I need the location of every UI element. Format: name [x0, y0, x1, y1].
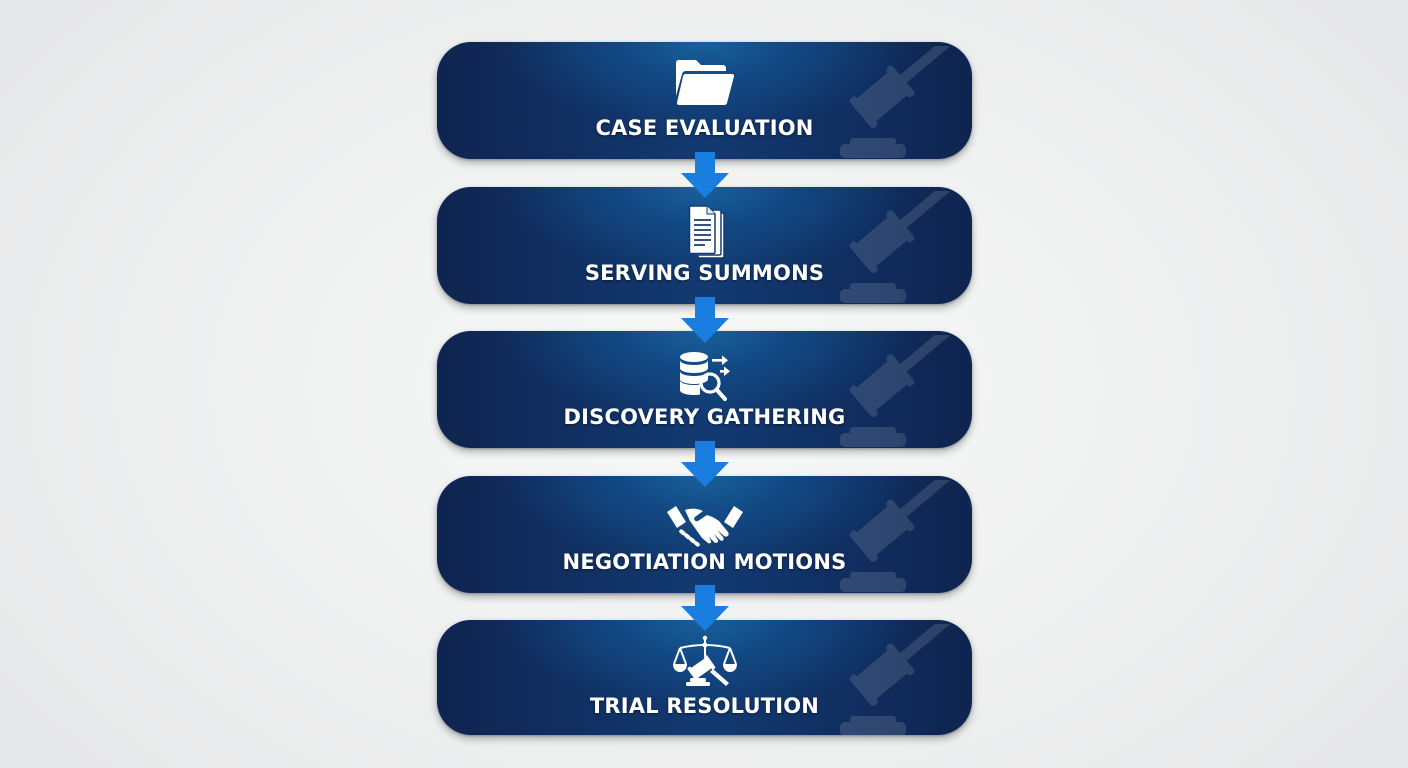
arrow-down-icon: [681, 297, 729, 343]
gavel-icon: [840, 46, 954, 158]
database-search-icon: [679, 352, 730, 401]
documents-icon: [688, 205, 725, 259]
step-card-case-evaluation: CASE EVALUATION: [437, 42, 972, 159]
arrow-down-icon: [681, 152, 729, 198]
step-card-trial-resolution: TRIAL RESOLUTION: [437, 620, 972, 735]
folder-icon: [675, 59, 734, 106]
step-card-serving-summons: SERVING SUMMONS: [437, 187, 972, 304]
step-label: NEGOTIATION MOTIONS: [562, 550, 847, 574]
step-card-discovery-gathering: DISCOVERY GATHERING: [437, 331, 972, 448]
gavel-icon: [840, 191, 954, 303]
handshake-icon: [666, 506, 743, 547]
step-label: SERVING SUMMONS: [584, 261, 825, 285]
arrow-down-icon: [681, 441, 729, 487]
step-label: DISCOVERY GATHERING: [563, 405, 846, 429]
scales-gavel-icon: [672, 635, 737, 686]
gavel-icon: [840, 480, 954, 592]
gavel-icon: [840, 624, 954, 735]
step-card-negotiation-motions: NEGOTIATION MOTIONS: [437, 476, 972, 593]
step-label: CASE EVALUATION: [595, 116, 814, 140]
arrow-down-icon: [681, 585, 729, 631]
gavel-icon: [840, 335, 954, 447]
step-label: TRIAL RESOLUTION: [589, 694, 820, 718]
